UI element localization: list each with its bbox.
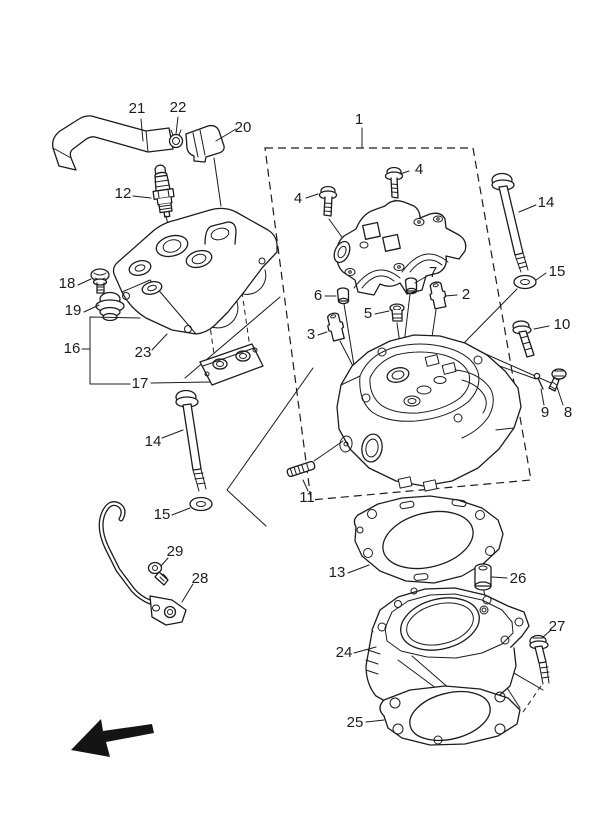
dowel-7 <box>404 277 418 295</box>
dowel-6 <box>336 287 350 305</box>
head-gasket <box>353 495 504 584</box>
callout-29: 29 <box>167 543 184 560</box>
callout-4-left: 4 <box>294 190 302 207</box>
callout-10: 10 <box>554 316 571 333</box>
callout-7: 7 <box>429 264 437 281</box>
callout-21: 21 <box>129 100 146 117</box>
valve-guide-2 <box>429 281 447 310</box>
callout-3: 3 <box>307 326 315 343</box>
spark-plug-cap <box>185 124 225 163</box>
callout-27: 27 <box>549 618 566 635</box>
callout-23: 23 <box>135 344 152 361</box>
callout-25: 25 <box>347 714 364 731</box>
washer-15-left <box>189 496 213 512</box>
callout-11: 11 <box>299 489 315 506</box>
callout-18: 18 <box>59 275 76 292</box>
head-bolt-14-right <box>491 172 529 273</box>
washer-15-right <box>513 274 537 290</box>
bolt-8 <box>548 368 567 392</box>
callout-8: 8 <box>564 404 572 421</box>
valve-cover <box>112 207 278 335</box>
callout-16: 16 <box>64 340 81 357</box>
cylinder-head <box>336 334 522 492</box>
callout-13: 13 <box>329 564 346 581</box>
head-bolt-14-left <box>175 389 207 492</box>
dowel-26 <box>474 563 492 591</box>
callout-2: 2 <box>462 286 470 303</box>
callout-19: 19 <box>65 302 82 319</box>
callout-12: 12 <box>115 185 132 202</box>
oil-pipe <box>98 501 187 626</box>
callout-6: 6 <box>314 287 322 304</box>
screw-5 <box>389 303 405 322</box>
callout-9: 9 <box>541 404 549 421</box>
cap-bolt-4-left <box>318 185 338 217</box>
cover-plate <box>199 343 264 386</box>
cover-bolt <box>90 268 110 294</box>
valve-guide-3 <box>327 312 345 342</box>
spark-plug <box>152 164 175 218</box>
breather-hose <box>52 115 174 171</box>
bolt-27 <box>529 634 550 685</box>
camshaft-cap-assembly <box>333 200 467 296</box>
group-box-dashed <box>264 147 532 501</box>
callout-labels: 1 2 3 4 4 5 6 7 8 9 10 11 12 13 14 14 15… <box>59 99 573 731</box>
front-direction-arrow-icon <box>71 719 154 757</box>
bolt-10 <box>512 320 535 358</box>
callout-22: 22 <box>170 99 187 116</box>
callout-14-right: 14 <box>538 194 555 211</box>
callout-26: 26 <box>510 570 527 587</box>
callout-17: 17 <box>132 375 149 392</box>
callout-leaders <box>77 116 564 723</box>
callout-1: 1 <box>355 111 363 128</box>
cap-bolt-4-right <box>384 166 404 199</box>
banjo-bolt-29 <box>147 561 169 586</box>
base-gasket <box>379 685 521 746</box>
callout-4-right: 4 <box>415 161 423 178</box>
callout-20: 20 <box>235 119 252 136</box>
callout-14-left: 14 <box>145 433 162 450</box>
cover-grommet <box>95 291 125 322</box>
stud-bolt <box>286 460 316 478</box>
callout-28: 28 <box>192 570 209 587</box>
callout-15-left: 15 <box>154 506 171 523</box>
pin-9 <box>533 372 544 390</box>
callout-5: 5 <box>364 305 372 322</box>
callout-24: 24 <box>336 644 353 661</box>
callout-15-right: 15 <box>549 263 566 280</box>
